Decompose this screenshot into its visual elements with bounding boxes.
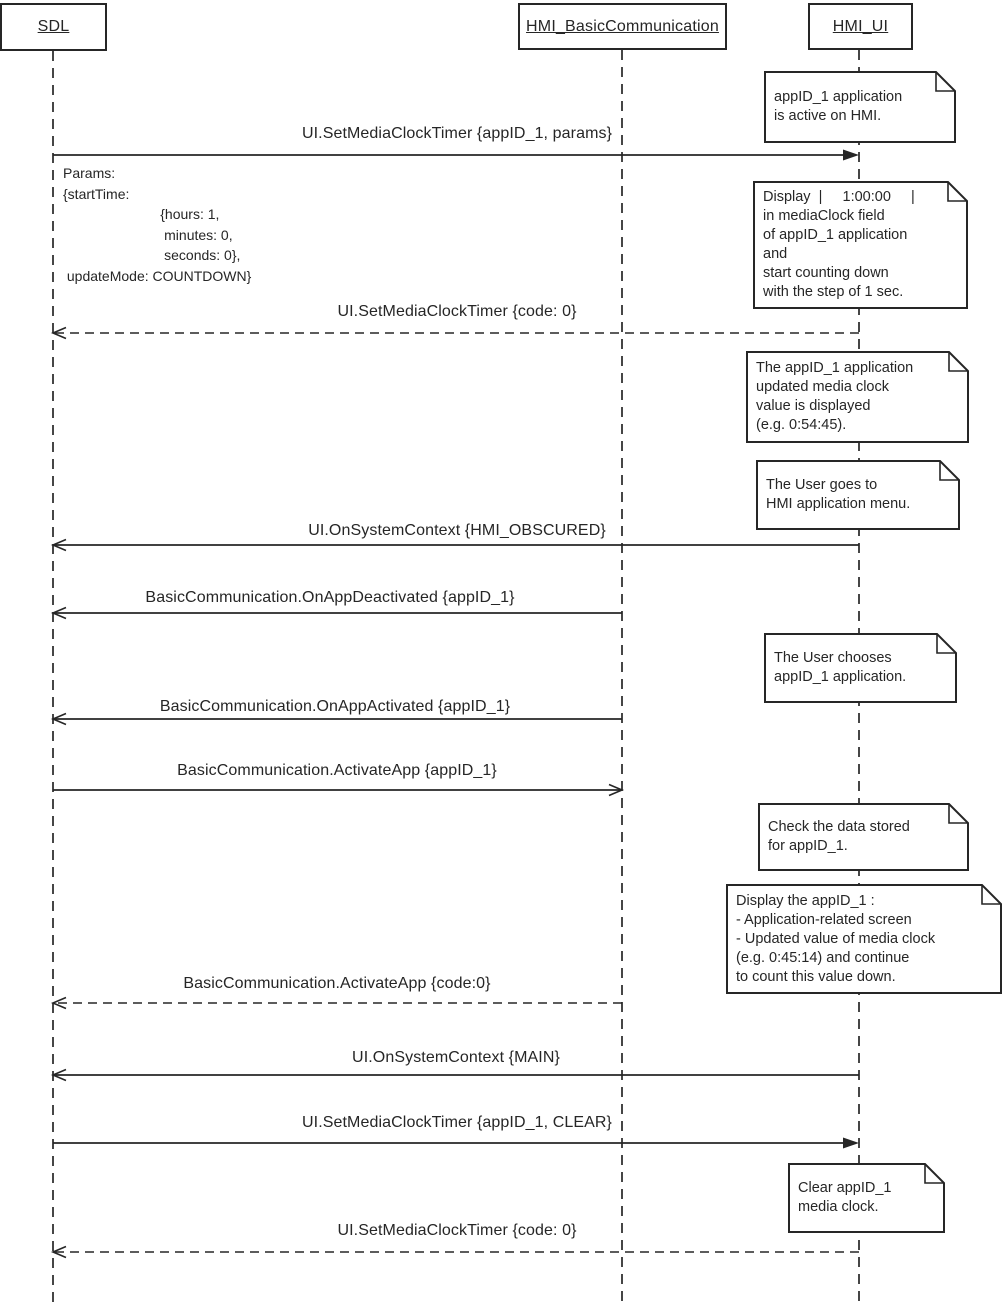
participant-sdl-label: SDL: [37, 18, 70, 35]
message-arrow-setmediaclocktimer-code0-a: [50, 326, 859, 340]
note-text: appID_1 application is active on HMI.: [774, 89, 903, 124]
note-text: The appID_1 application updated media cl…: [756, 360, 914, 433]
participant-hmi-ui: HMI_UI: [808, 3, 913, 50]
note-text: The User goes to HMI application menu.: [766, 477, 911, 512]
note-display-clock: Display | 1:00:00 | in mediaClock field …: [753, 181, 968, 309]
message-label-7: BasicCommunication.ActivateApp {code:0}: [183, 975, 491, 992]
note-shape: [756, 460, 960, 530]
message-label-2: UI.SetMediaClockTimer {code: 0}: [337, 303, 577, 320]
message-arrow-onsystemcontext-obscured: [50, 538, 859, 552]
note-shape: [758, 803, 969, 871]
message-label-6: BasicCommunication.ActivateApp {appID_1}: [177, 762, 497, 779]
note-shape: [746, 351, 969, 443]
message-arrow-activateapp-code0: [50, 996, 622, 1010]
message-label-10: UI.SetMediaClockTimer {code: 0}: [337, 1222, 577, 1239]
note-app-active: appID_1 application is active on HMI.: [764, 71, 956, 143]
note-updated-clock: The appID_1 application updated media cl…: [746, 351, 969, 443]
participant-hmi-basiccommunication-label: HMI_BasicCommunication: [526, 17, 719, 35]
message-label-1: UI.SetMediaClockTimer {appID_1, params}: [301, 125, 613, 142]
message-label-9: UI.SetMediaClockTimer {appID_1, CLEAR}: [301, 1114, 613, 1131]
message-label-3: UI.OnSystemContext {HMI_OBSCURED}: [308, 522, 606, 539]
note-shape: [788, 1163, 945, 1233]
note-text: Check the data stored for appID_1.: [768, 819, 910, 854]
note-shape: [753, 181, 968, 309]
message-arrow-setmediaclocktimer-params: [53, 149, 859, 161]
message-arrow-setmediaclocktimer-code0-b: [50, 1245, 859, 1259]
participant-hmi-ui-label: HMI_UI: [832, 17, 889, 35]
message-label-5: BasicCommunication.OnAppActivated {appID…: [159, 698, 511, 715]
note-shape: [764, 633, 957, 703]
message-arrow-activateapp: [53, 783, 625, 797]
note-clear-clock: Clear appID_1 media clock.: [788, 1163, 945, 1233]
message-label-8: UI.OnSystemContext {MAIN}: [352, 1049, 560, 1066]
message-arrow-onappdeactivated: [50, 606, 622, 620]
note-shape: [764, 71, 956, 143]
participant-sdl: SDL: [0, 3, 107, 51]
note-text: Clear appID_1 media clock.: [798, 1180, 892, 1215]
message-arrow-setmediaclocktimer-clear: [53, 1137, 859, 1149]
participant-hmi-basiccommunication: HMI_BasicCommunication: [518, 3, 727, 50]
message-arrow-onappactivated: [50, 712, 622, 726]
note-text: Display the appID_1 : - Application-rela…: [736, 892, 936, 985]
note-shape: [726, 884, 1002, 994]
note-display-app: Display the appID_1 : - Application-rela…: [726, 884, 1002, 994]
note-user-goes-menu: The User goes to HMI application menu.: [756, 460, 960, 530]
note-check-data: Check the data stored for appID_1.: [758, 803, 969, 871]
message-arrow-onsystemcontext-main: [50, 1068, 859, 1082]
note-text: Display | 1:00:00 | in mediaClock field …: [763, 189, 915, 300]
note-user-chooses: The User chooses appID_1 application.: [764, 633, 957, 703]
message-label-4: BasicCommunication.OnAppDeactivated {app…: [145, 589, 515, 606]
note-text: The User chooses appID_1 application.: [774, 650, 907, 685]
params-annotation: Params: {startTime: {hours: 1, minutes: …: [63, 165, 252, 284]
